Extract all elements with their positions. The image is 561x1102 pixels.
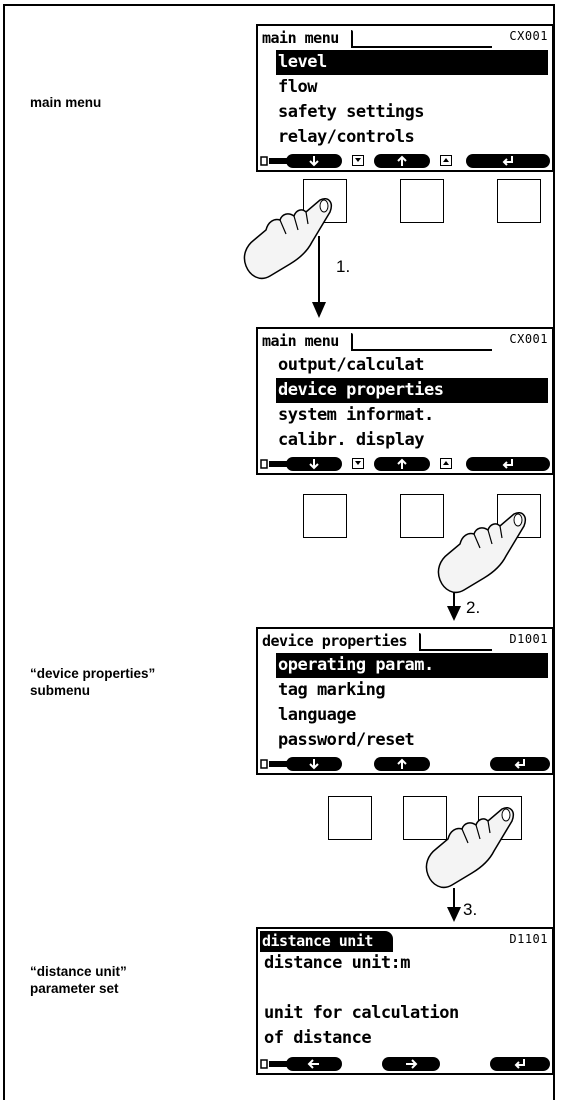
down-arrow-icon	[447, 888, 461, 922]
step-number-3: 3.	[463, 900, 477, 920]
step-number-1: 1.	[336, 257, 350, 277]
down-arrow-icon	[312, 236, 326, 318]
pressing-hand-icon	[438, 513, 525, 593]
pressing-hand-icon	[426, 808, 513, 888]
step-number-2: 2.	[466, 598, 480, 618]
